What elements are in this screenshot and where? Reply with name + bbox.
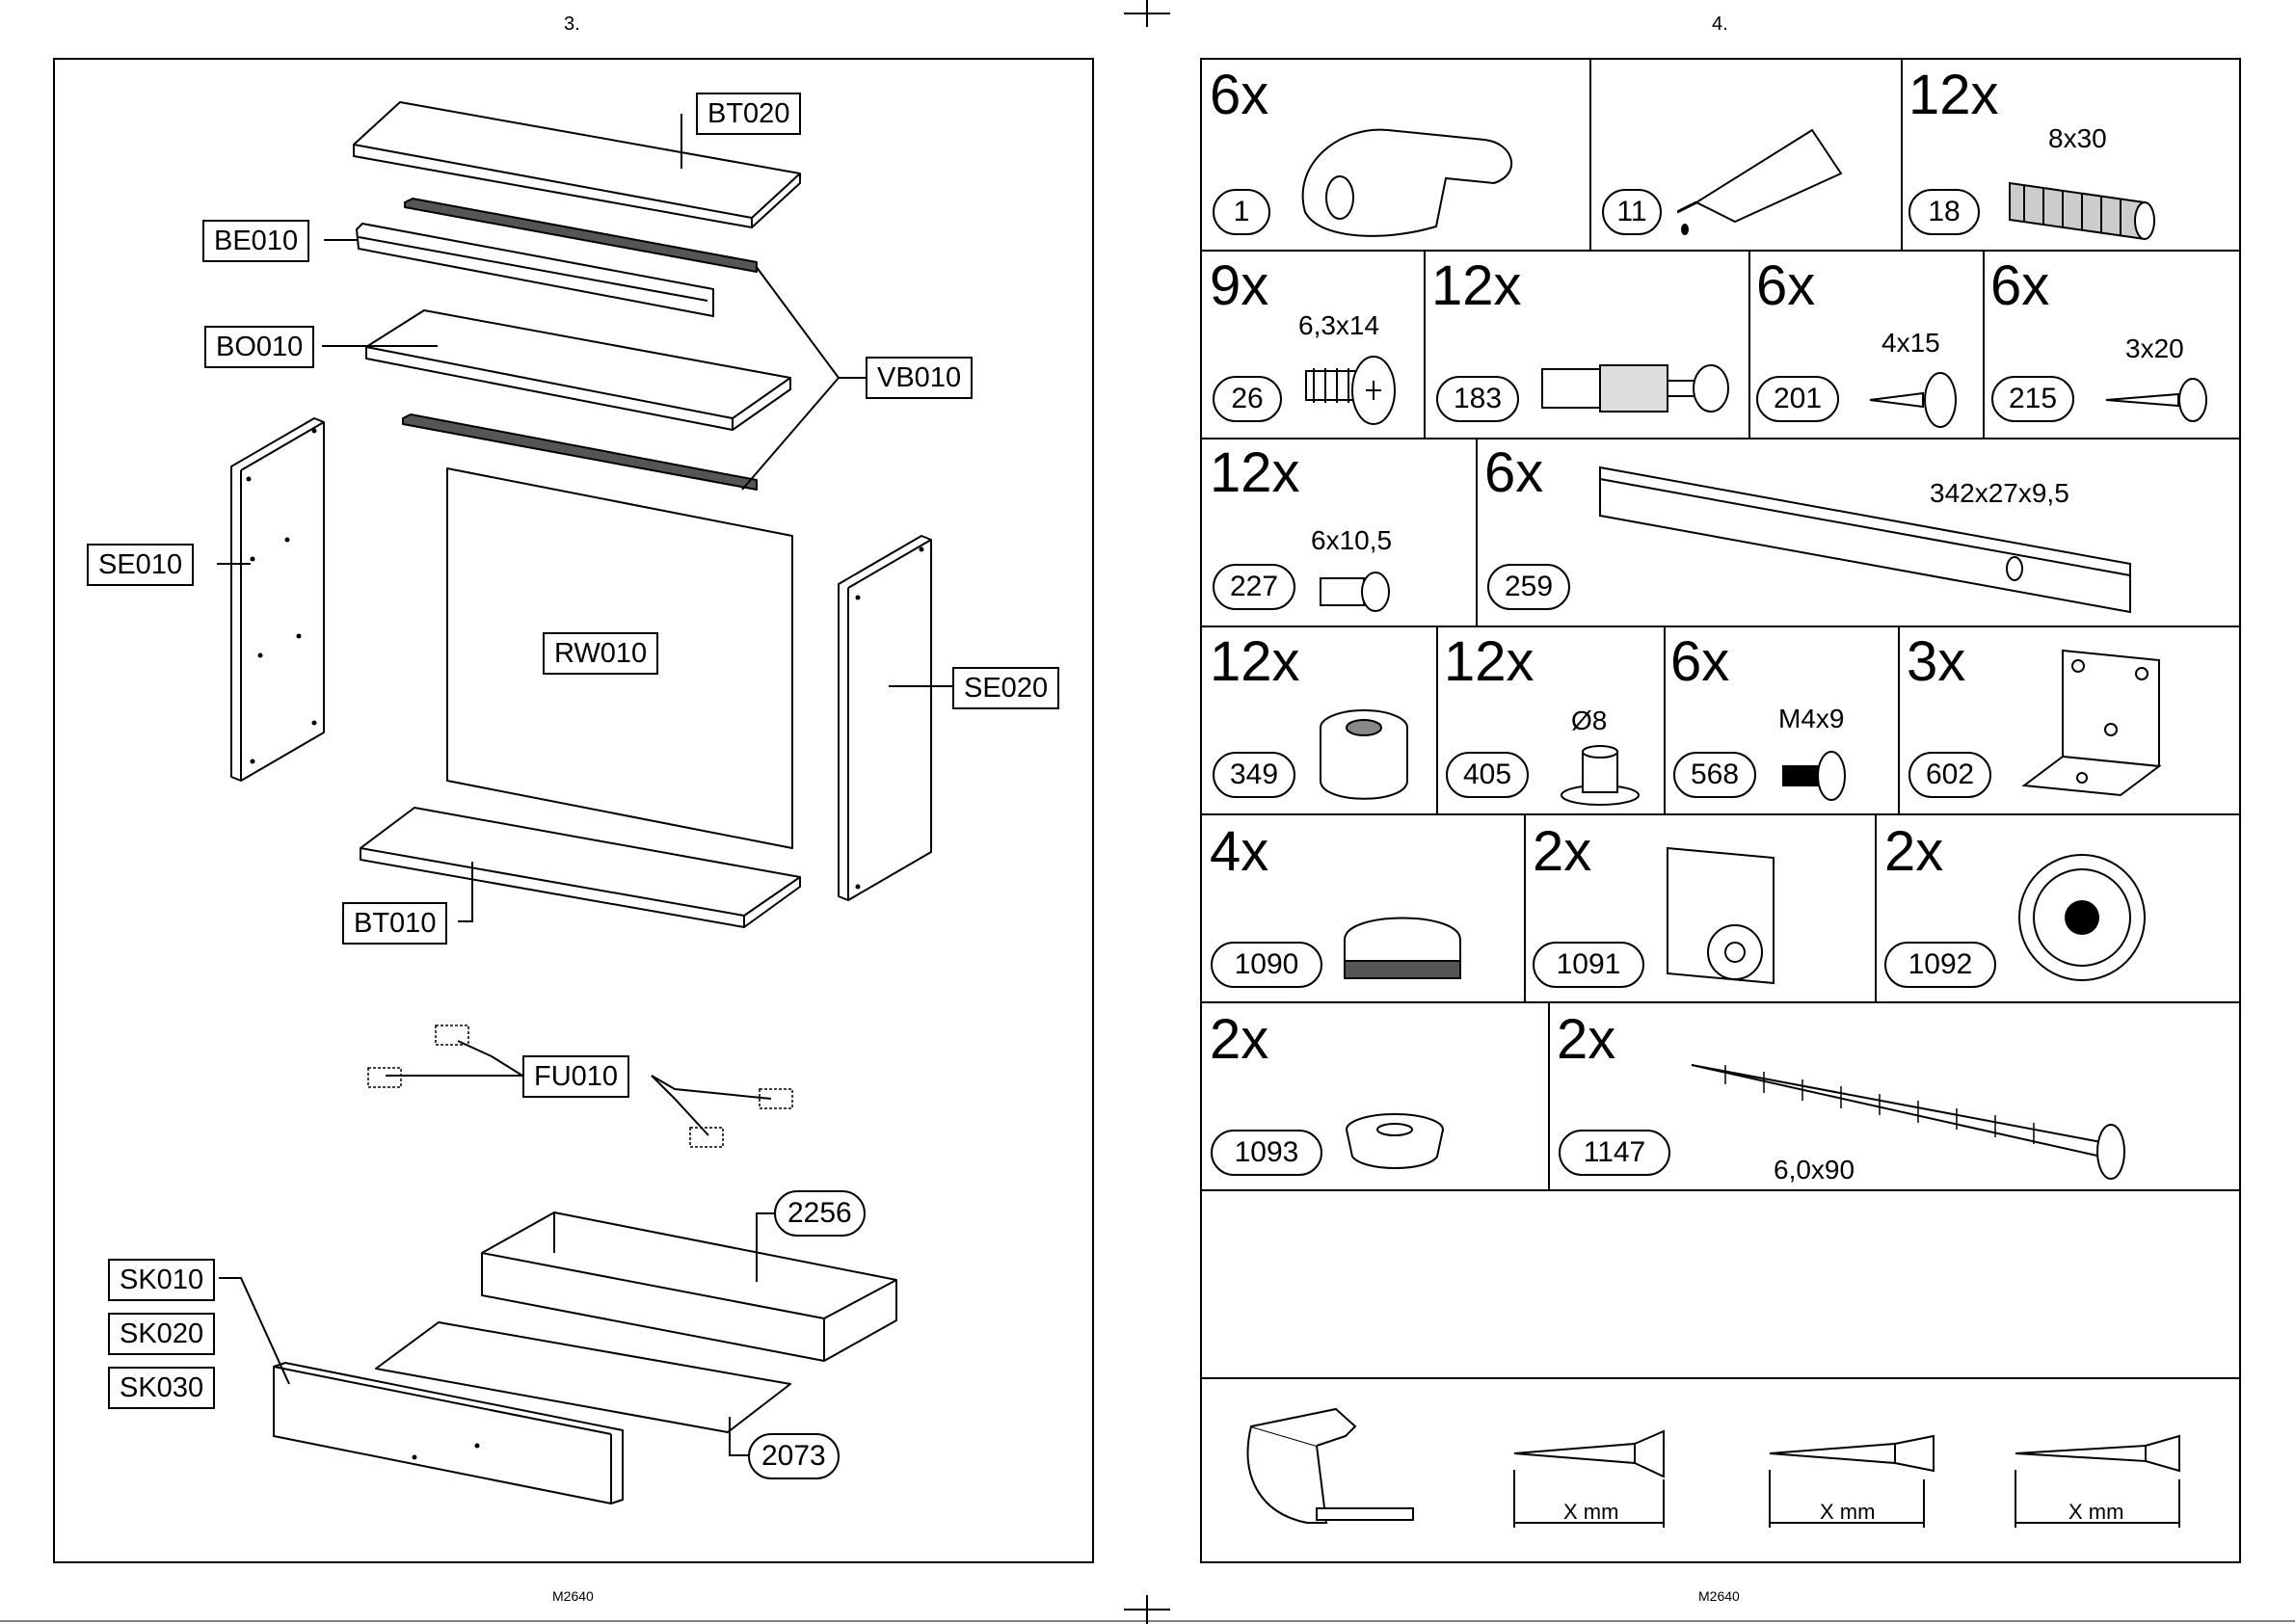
qty-1147: 2x [1557, 1012, 1615, 1068]
qty-1091: 2x [1533, 824, 1591, 880]
size-18: 8x30 [2048, 123, 2107, 154]
screw-icon-215 [2101, 371, 2217, 429]
qty-405: 12x [1444, 634, 1534, 690]
size-227: 6x10,5 [1311, 525, 1392, 556]
qty-259: 6x [1484, 445, 1543, 501]
qty-568: 6x [1670, 634, 1729, 690]
qty-1090: 4x [1210, 824, 1268, 880]
cup-washer-icon [1335, 1108, 1460, 1181]
code-568: 568 [1673, 752, 1756, 798]
code-183: 183 [1436, 376, 1519, 422]
qty-18: 12x [1908, 67, 1999, 123]
wood-dowel-icon [2000, 164, 2174, 251]
glide-foot-icon [1335, 901, 1480, 993]
screw-icon-201 [1865, 366, 1981, 434]
code-602: 602 [1908, 752, 1991, 798]
size-568: M4x9 [1778, 704, 1844, 734]
size-201: 4x15 [1881, 328, 1940, 359]
qty-1092: 2x [1884, 824, 1943, 880]
euro-screw-icon [1316, 569, 1402, 617]
qty-602: 3x [1907, 634, 1965, 690]
screw-icon-26 [1296, 347, 1412, 434]
qty-26: 9x [1210, 258, 1268, 314]
code-349: 349 [1213, 752, 1295, 798]
bolt-icon [1778, 747, 1855, 805]
adjuster-plate-icon [1658, 839, 1793, 993]
measure-label-1: X mm [1563, 1500, 1618, 1525]
qty-1: 6x [1210, 67, 1268, 123]
code-227: 227 [1213, 564, 1295, 610]
size-215: 3x20 [2125, 333, 2184, 364]
cam-lock-icon [1311, 704, 1427, 810]
adjuster-foot-icon [2010, 839, 2174, 998]
drawer-runner-icon [1590, 458, 2169, 622]
size-26: 6,3x14 [1298, 310, 1379, 341]
code-1147: 1147 [1559, 1130, 1670, 1176]
cam-bracket-icon [1292, 106, 1542, 241]
code-1093: 1093 [1211, 1130, 1322, 1176]
qty-227: 12x [1210, 445, 1300, 501]
code-1091: 1091 [1533, 942, 1644, 988]
screw-measure-guide [1201, 1388, 2240, 1561]
code-259: 259 [1487, 564, 1570, 610]
qty-349: 12x [1210, 634, 1300, 690]
code-405: 405 [1446, 752, 1529, 798]
code-1092: 1092 [1884, 942, 1996, 988]
qty-215: 6x [1990, 258, 2049, 314]
measure-label-2: X mm [1820, 1500, 1875, 1525]
code-1: 1 [1213, 189, 1270, 235]
connector-bolt-icon [1533, 352, 1745, 429]
code-201: 201 [1756, 376, 1839, 422]
long-screw-icon [1687, 1051, 2140, 1185]
qty-1093: 2x [1210, 1012, 1268, 1068]
angle-bracket-icon [2015, 641, 2178, 805]
code-1090: 1090 [1211, 942, 1322, 988]
sleeve-nut-icon [1557, 742, 1643, 810]
code-18: 18 [1908, 189, 1980, 235]
code-215: 215 [1991, 376, 2074, 422]
code-11: 11 [1602, 189, 1662, 235]
measure-label-3: X mm [2068, 1500, 2123, 1525]
code-26: 26 [1213, 376, 1282, 422]
qty-183: 12x [1431, 258, 1522, 314]
glue-tube-icon [1677, 116, 1870, 241]
size-405: Ø8 [1571, 706, 1607, 736]
qty-201: 6x [1756, 258, 1815, 314]
